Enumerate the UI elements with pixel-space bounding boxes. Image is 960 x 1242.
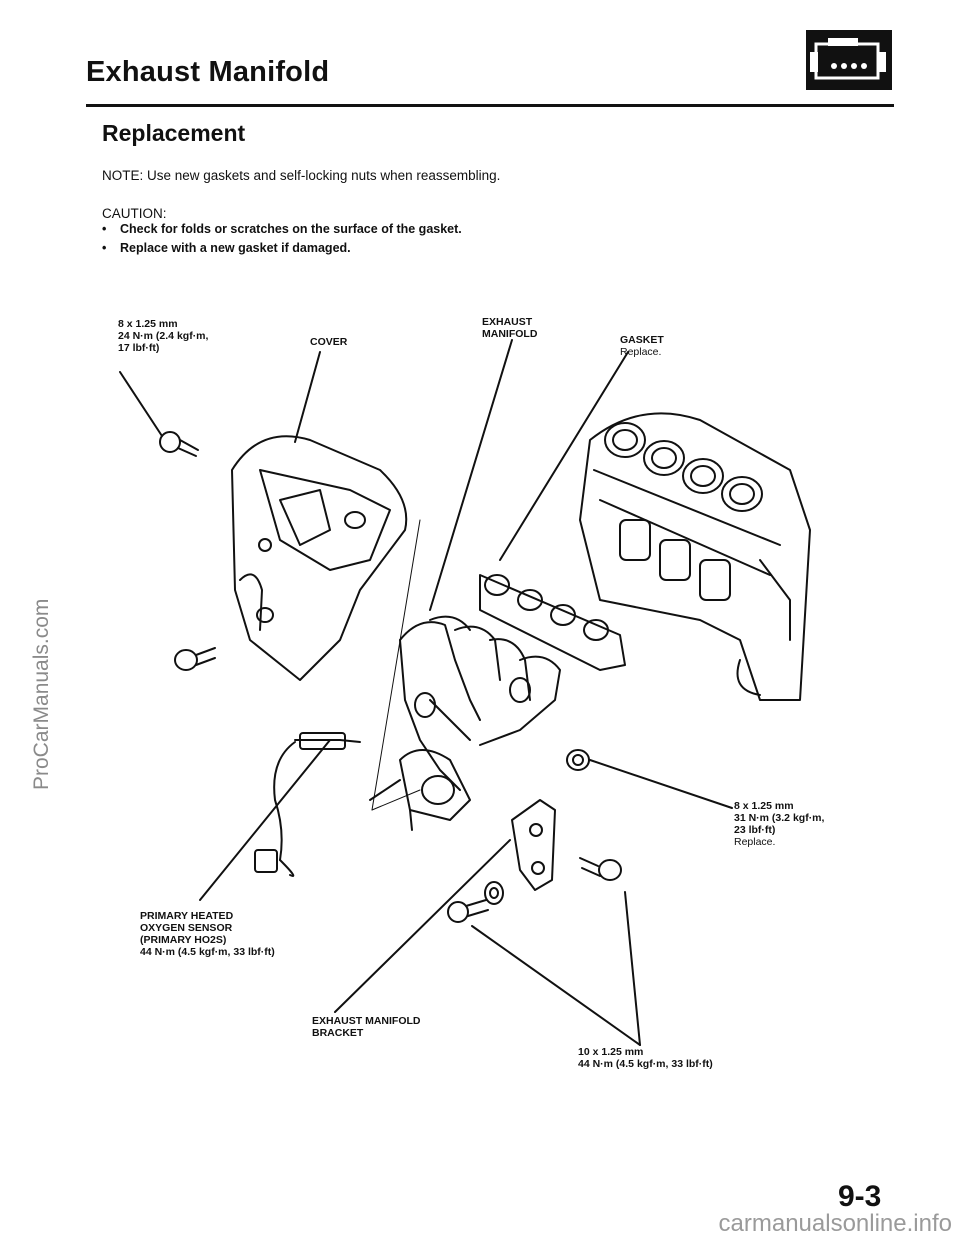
callout-nut-right: 8 x 1.25 mm 31 N·m (3.2 kgf·m, 23 lbf·ft… <box>734 800 824 848</box>
callout-bracket-line: BRACKET <box>312 1027 364 1039</box>
callout-bolt-top-line: 8 x 1.25 mm <box>118 318 178 330</box>
callout-sensor-line: OXYGEN SENSOR <box>140 922 233 934</box>
callout-sensor-line: (PRIMARY HO2S) <box>140 934 227 946</box>
leader-bolt-bottom-a <box>471 925 641 1046</box>
leader-sensor <box>199 739 331 901</box>
leader-manifold <box>429 339 513 611</box>
callout-sensor-line: 44 N·m (4.5 kgf·m, 33 lbf·ft) <box>140 946 275 958</box>
manifold-shape <box>369 615 561 831</box>
caution-heading: CAUTION: <box>102 206 167 221</box>
header-rule <box>86 104 894 107</box>
callout-exhaust-manifold: EXHAUST MANIFOLD <box>482 316 537 340</box>
leader-gasket <box>499 351 629 561</box>
callout-bolt-top: 8 x 1.25 mm 24 N·m (2.4 kgf·m, 17 lbf·ft… <box>118 318 208 354</box>
callout-gasket: GASKET Replace. <box>620 334 664 358</box>
washer-bottom <box>484 881 504 905</box>
callout-sensor-line: PRIMARY HEATED <box>140 910 234 922</box>
leader-bolt-bottom-b <box>624 891 641 1046</box>
callout-bolt-bottom-line: 10 x 1.25 mm <box>578 1046 644 1058</box>
callout-bracket: EXHAUST MANIFOLD BRACKET <box>312 1015 421 1039</box>
callout-gasket-name: GASKET <box>620 334 664 346</box>
callout-bolt-top-line: 17 lbf·ft) <box>118 342 160 354</box>
callout-exhaust-manifold-line: MANIFOLD <box>482 328 538 340</box>
gasket-shape <box>479 574 626 671</box>
bolt-top <box>159 431 199 457</box>
callout-gasket-note: Replace. <box>620 346 662 358</box>
nut-right <box>566 749 590 771</box>
callout-bolt-top-line: 24 N·m (2.4 kgf·m, <box>118 330 209 342</box>
bolt-left-lower <box>174 647 216 671</box>
callout-bracket-line: EXHAUST MANIFOLD <box>312 1015 421 1027</box>
leader-bolt-top <box>119 371 163 437</box>
caution-item: Check for folds or scratches on the surf… <box>102 222 462 236</box>
bolt-bottom <box>447 899 489 923</box>
engine-icon <box>806 30 892 90</box>
callout-exhaust-manifold-line: EXHAUST <box>482 316 533 328</box>
callout-cover: COVER <box>310 336 348 348</box>
callout-nut-right-line: 23 lbf·ft) <box>734 824 776 836</box>
callout-bolt-bottom-line: 44 N·m (4.5 kgf·m, 33 lbf·ft) <box>578 1058 713 1070</box>
caution-item: Replace with a new gasket if damaged. <box>102 241 462 255</box>
note-text: NOTE: Use new gaskets and self-locking n… <box>102 168 501 183</box>
callout-nut-right-line: 8 x 1.25 mm <box>734 800 794 812</box>
bracket-shape <box>511 799 556 891</box>
heat-cover-shape <box>231 435 408 681</box>
side-watermark: ProCarManuals.com <box>30 598 53 790</box>
leader-bracket <box>334 839 511 1013</box>
callout-sensor: PRIMARY HEATED OXYGEN SENSOR (PRIMARY HO… <box>140 910 275 958</box>
cylinder-head <box>579 412 811 701</box>
page-title: Exhaust Manifold <box>86 56 330 88</box>
leader-nut-right <box>589 759 733 809</box>
section-heading: Replacement <box>102 120 246 146</box>
callout-nut-right-line: Replace. <box>734 836 776 848</box>
oxygen-sensor-shape <box>254 732 361 877</box>
callout-bolt-bottom: 10 x 1.25 mm 44 N·m (4.5 kgf·m, 33 lbf·f… <box>578 1046 713 1070</box>
bolt-bracket <box>579 857 622 881</box>
leader-cover <box>294 351 321 443</box>
page-number: 9-3 <box>838 1180 882 1213</box>
bottom-watermark: carmanualsonline.info <box>718 1210 952 1237</box>
callout-nut-right-line: 31 N·m (3.2 kgf·m, <box>734 812 825 824</box>
caution-list: Check for folds or scratches on the surf… <box>102 222 462 260</box>
